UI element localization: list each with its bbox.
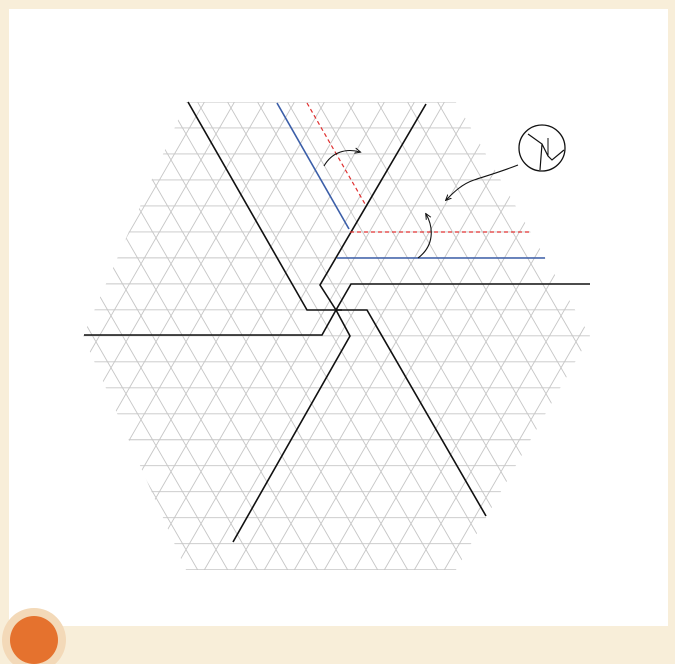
grid-line-diagonal-a [83,102,139,570]
grid-line-diagonal-b [83,102,307,570]
grid-line-diagonal-b [83,102,97,570]
grid-line-diagonal-a [83,102,229,570]
grid-line-diagonal-b [143,102,457,570]
grid-line-diagonal-a [0,82,78,622]
cut-line-right [335,283,590,311]
grid-line-diagonal-a [83,102,199,570]
grid-line-diagonal-a [545,102,590,570]
grid-line-diagonal-b [0,82,66,622]
grid-line-diagonal-b [383,102,590,570]
grid-line-diagonal-a [245,102,559,570]
grid-line-diagonal-a [575,102,590,570]
grid-line-diagonal-b [473,102,590,570]
fold-pattern-diagram [0,82,675,622]
grid-line-diagonal-b [113,102,427,570]
rotation-arrow-lower [417,214,432,259]
blue-fold-lines [276,102,545,259]
grid-line-diagonal-a [666,82,675,622]
grid-line-diagonal-a [83,102,109,570]
grid-line-diagonal-b [83,102,187,570]
cut-line-upper-right [319,103,427,311]
grid-line-diagonal-a [0,82,18,622]
rotation-arrow-upper [323,151,360,167]
pinwheel-cut-lines [84,101,590,543]
fold-line-diagonal [276,102,350,230]
grid-line-diagonal-b [353,102,590,570]
grid-line-diagonal-b [563,102,590,570]
diagram-panel [9,9,668,626]
grid-line-diagonal-b [0,82,6,622]
grid-line-diagonal-b [203,102,517,570]
magnifier-inset [518,124,566,172]
grid-line-diagonal-a [83,102,349,570]
grid-line-diagonal-a [395,102,590,570]
grid-line-diagonal-a [485,102,590,570]
grid-line-diagonal-b [83,102,277,570]
grid-line-diagonal-a [215,102,529,570]
grid-line-diagonal-a [335,102,590,570]
grid-line-diagonal-a [83,102,169,570]
grid-line-diagonal-a [83,102,259,570]
corner-badge [10,616,58,664]
grid-line-diagonal-a [155,102,469,570]
grid-line-diagonal-b [83,102,127,570]
grid-line-diagonal-b [83,102,397,570]
grid-line-diagonal-a [455,102,590,570]
grid-line-diagonal-b [83,102,367,570]
grid-line-diagonal-a [636,82,675,622]
grid-line-diagonal-a [83,102,379,570]
grid-line-diagonal-b [624,82,675,622]
grid-line-diagonal-b [594,82,675,622]
rotation-arrows [323,151,519,259]
grid-line-diagonal-b [83,102,217,570]
grid-line-diagonal-a [125,102,439,570]
grid-line-diagonal-a [83,102,319,570]
cut-line-lower-left [232,309,351,543]
grid-line-diagonal-b [413,102,590,570]
grid-line-diagonal-a [606,82,675,622]
grid-line-diagonal-b [83,102,337,570]
pointer-arrow-to-inset [446,164,519,200]
cut-line-left [84,309,337,336]
grid-line-diagonal-a [83,102,289,570]
triangle-grid [0,82,675,622]
grid-line-diagonal-b [173,102,487,570]
grid-line-diagonal-a [95,102,409,570]
grid-line-diagonal-b [654,82,675,622]
grid-line-diagonal-a [185,102,499,570]
cut-line-lower-right [336,309,487,517]
grid-line-diagonal-b [83,102,157,570]
grid-line-diagonal-b [233,102,547,570]
grid-line-diagonal-b [83,102,247,570]
grid-line-diagonal-b [0,82,36,622]
grid-line-diagonal-a [365,102,590,570]
grid-line-diagonal-a [0,82,48,622]
grid-line-diagonal-a [305,102,590,570]
grid-line-diagonal-b [323,102,590,570]
